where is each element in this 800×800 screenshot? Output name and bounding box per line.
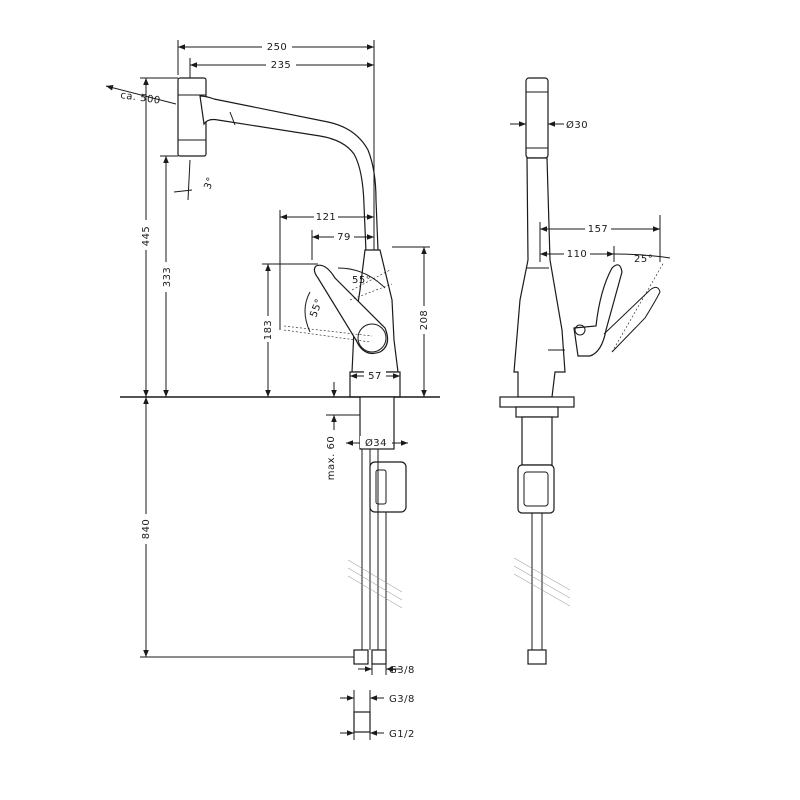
dim-tilt: 3° xyxy=(202,176,217,191)
dim-208: 208 xyxy=(419,310,430,331)
side-dimensions: Ø30 157 110 25° xyxy=(510,119,671,265)
hose-nut-left xyxy=(353,649,369,665)
connector-box xyxy=(369,461,407,513)
dim-250: 250 xyxy=(267,42,288,53)
adapter xyxy=(353,711,371,733)
side-hose-nut xyxy=(527,649,547,665)
spout-arm xyxy=(199,95,379,253)
dim-angle-55-top: 55° xyxy=(352,275,371,286)
spray-head xyxy=(177,77,207,157)
side-base-plate xyxy=(499,396,575,408)
side-view xyxy=(499,77,665,665)
dim-445: 445 xyxy=(141,226,152,247)
dim-g38-hose: G3/8 xyxy=(389,665,415,676)
dim-235: 235 xyxy=(271,60,292,71)
handle-pivot xyxy=(357,323,387,353)
side-connector xyxy=(517,464,555,514)
hose-nut-right xyxy=(371,649,387,665)
dim-pullout: ca. 500 xyxy=(120,90,162,107)
dim-angle-55-left: 55° xyxy=(308,297,325,319)
dim-840: 840 xyxy=(141,519,152,540)
dim-110: 110 xyxy=(567,249,588,260)
side-shank xyxy=(521,416,553,466)
dim-max-60: max. 60 xyxy=(326,436,337,480)
front-view xyxy=(120,77,440,733)
side-body xyxy=(513,157,566,398)
dim-79: 79 xyxy=(337,232,351,243)
dim-g12: G1/2 xyxy=(389,729,415,740)
dim-157: 157 xyxy=(588,224,609,235)
dim-dia-30: Ø30 xyxy=(566,119,588,131)
dim-183: 183 xyxy=(263,320,274,341)
dim-121: 121 xyxy=(316,212,337,223)
dim-333: 333 xyxy=(162,267,173,288)
front-dimensions: 250 235 ca. 500 3° 445 333 121 79 xyxy=(105,40,430,740)
dim-angle-25: 25° xyxy=(634,254,653,265)
dim-dia-34: Ø34 xyxy=(365,437,387,449)
dim-g38-adapter: G3/8 xyxy=(389,694,415,705)
side-handle xyxy=(573,264,623,357)
side-spray-head xyxy=(525,77,549,159)
dim-57: 57 xyxy=(368,371,382,382)
lever-handle xyxy=(313,264,389,355)
